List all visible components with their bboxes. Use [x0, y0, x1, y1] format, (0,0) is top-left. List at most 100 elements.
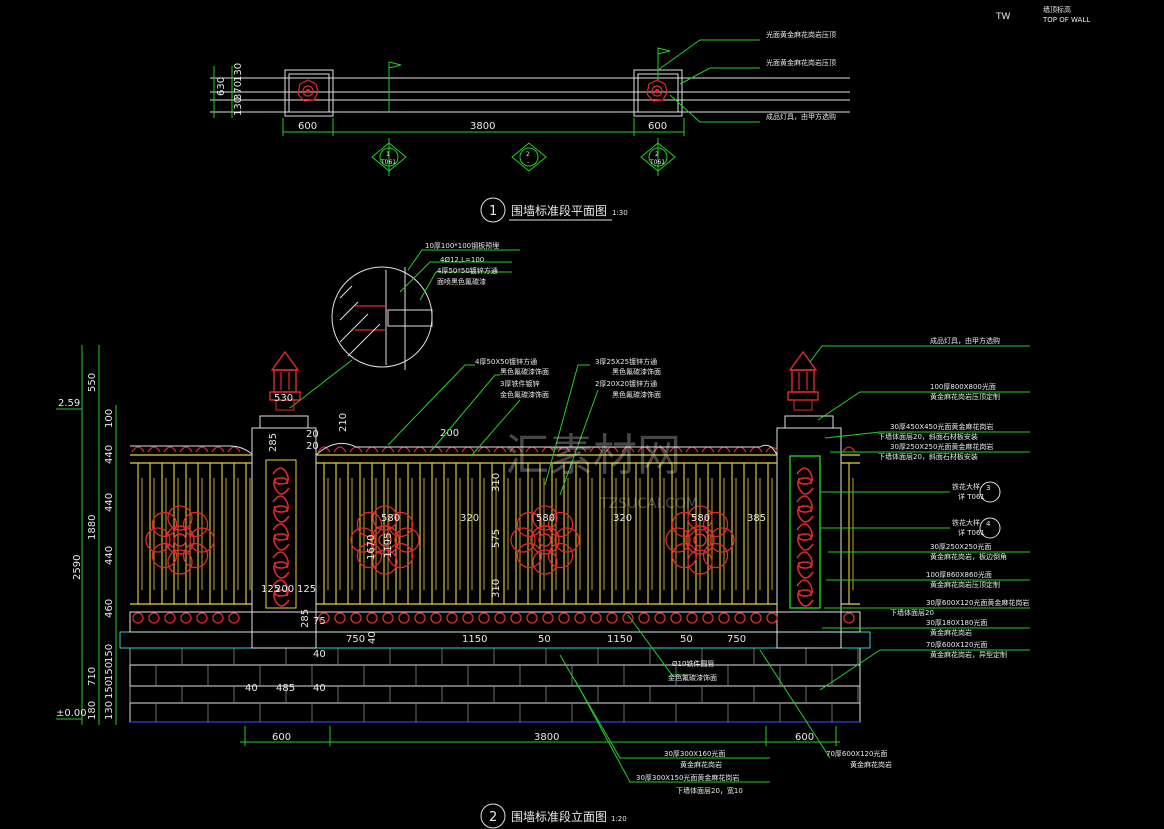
svg-text:320: 320 — [613, 513, 632, 524]
svg-text:40: 40 — [367, 631, 378, 644]
right-note-12: 黄金麻花岗岩，板边倒角 — [930, 552, 1007, 561]
elev-dim-150c: 150 — [104, 680, 115, 699]
detail-note-4: 面喷黑色氟碳漆 — [437, 277, 486, 286]
elevation-left-dims: 550 2.59 100 440 1880 440 2590 440 460 7… — [56, 345, 117, 725]
rosette-ornament-icon — [665, 505, 735, 575]
right-note-20: 黄金麻花岗岩，异型定制 — [930, 650, 1007, 659]
right-note-19: 70厚600X120光面 — [926, 640, 987, 649]
scroll-ornament-right — [796, 467, 814, 607]
svg-text:485: 485 — [276, 683, 295, 694]
plan-pier-lamp-icon-right — [646, 79, 668, 102]
detail-note-3: 4厚50*50镀锌方通 — [437, 266, 498, 275]
elev-bottom-3800: 3800 — [534, 732, 559, 743]
svg-text:3厚25X25镀锌方通: 3厚25X25镀锌方通 — [595, 357, 657, 366]
svg-text:金色氟碳漆饰面: 金色氟碳漆饰面 — [500, 390, 549, 399]
svg-text:125: 125 — [261, 584, 280, 595]
svg-text:30厚300X150光面黄金麻花岗岩: 30厚300X150光面黄金麻花岗岩 — [636, 773, 739, 782]
svg-text:40: 40 — [245, 683, 258, 694]
svg-text:黄金麻花岗岩: 黄金麻花岗岩 — [680, 760, 722, 769]
svg-text:20: 20 — [306, 429, 319, 440]
right-note-16: 下墙体面层20 — [890, 608, 934, 617]
plan-note-3: 成品灯具，由甲方选购 — [766, 112, 836, 121]
elev-dim-100: 100 — [104, 409, 115, 428]
elev-title-number: 2 — [489, 810, 497, 825]
svg-text:黑色氟碳漆饰面: 黑色氟碳漆饰面 — [500, 367, 549, 376]
section-marker-1: 1 T061 — [371, 138, 407, 176]
plan-pier-lamp-icon-left — [297, 79, 319, 102]
right-note-6: 下墙体面层20，斜面石材板安装 — [878, 452, 978, 461]
plan-dim-370: 370 — [233, 81, 244, 100]
svg-text:580: 580 — [691, 513, 710, 524]
svg-text:T061: T061 — [649, 159, 665, 166]
plan-dim-bottom-3800: 3800 — [470, 121, 495, 132]
lamp-icon-left — [269, 350, 301, 411]
svg-text:75: 75 — [313, 616, 326, 627]
elev-bottom-600b: 600 — [795, 732, 814, 743]
elevation-right-notes: 3 4 成品灯具，由甲方选购100厚800X800光面黄金麻花岗岩压顶定制30厚… — [809, 336, 1030, 691]
right-note-7: 铁花大样 — [952, 482, 980, 491]
scroll-ornament-left — [272, 467, 290, 607]
elev-dim-1880: 1880 — [87, 515, 98, 540]
svg-text:385: 385 — [747, 513, 766, 524]
tw-label: TW — [995, 12, 1010, 22]
svg-text:T061: T061 — [380, 159, 396, 166]
svg-text:2: 2 — [526, 151, 530, 158]
right-note-0: 成品灯具，由甲方选购 — [930, 336, 1000, 345]
svg-text:125: 125 — [297, 584, 316, 595]
plan-note-1: 光面黄金麻花岗岩压顶 — [766, 30, 836, 39]
elev-bottom-600a: 600 — [272, 732, 291, 743]
svg-text:1195: 1195 — [383, 533, 394, 558]
right-note-13: 100厚860X860光面 — [926, 570, 992, 579]
elev-scale: 1:20 — [611, 815, 627, 823]
svg-text:黄金麻花岗岩: 黄金麻花岗岩 — [850, 760, 892, 769]
detail-note-1: 10厚100*100钢板预埋 — [425, 241, 499, 250]
svg-text:3: 3 — [986, 484, 990, 492]
rosette-ornament-icon — [510, 505, 580, 575]
plan-dim-bottom-600a: 600 — [298, 121, 317, 132]
svg-text:Ø10铁件圆管: Ø10铁件圆管 — [672, 659, 714, 668]
detail-note-2: 4Ø12,L=100 — [440, 256, 484, 264]
svg-text:310: 310 — [491, 579, 502, 598]
svg-text:750: 750 — [346, 634, 365, 645]
svg-text:下墙体面层20，宽10: 下墙体面层20，宽10 — [676, 786, 743, 795]
right-note-18: 黄金麻花岗岩 — [930, 628, 972, 637]
right-note-15: 30厚600X120光面黄金麻花岗岩 — [926, 598, 1029, 607]
right-note-5: 30厚250X250光面黄金麻花岗岩 — [890, 442, 993, 451]
elevation-top-notes: 4厚50X50镀锌方通 黑色氟碳漆饰面 3厚铁件镀锌 金色氟碳漆饰面 3厚25X… — [387, 357, 661, 496]
rosette-ornament-icon — [350, 505, 420, 575]
elev-title: 围墙标准段立面图 — [511, 809, 607, 824]
elev-dim-460: 460 — [104, 599, 115, 618]
elev-dim-150a: 150 — [104, 644, 115, 663]
svg-text:1150: 1150 — [462, 634, 487, 645]
svg-text:1: 1 — [386, 151, 390, 158]
wall-label-cn: 墙顶标高 — [1043, 5, 1071, 14]
fence-panels — [130, 442, 860, 624]
right-note-2: 黄金麻花岗岩压顶定制 — [930, 392, 1000, 401]
right-note-9: 铁花大样 — [952, 518, 980, 527]
svg-text:3厚铁件镀锌: 3厚铁件镀锌 — [500, 379, 539, 388]
right-note-4: 下墙体面层20，斜面石材板安装 — [878, 432, 978, 441]
elevation-view: 550 2.59 100 440 1880 440 2590 440 460 7… — [56, 336, 1030, 829]
svg-text:20: 20 — [306, 441, 319, 452]
elevation-bottom-dims: 600 3800 600 — [240, 726, 840, 746]
lamp-icon-right — [787, 350, 819, 411]
svg-text:40: 40 — [313, 649, 326, 660]
plan-dim-130a: 130 — [233, 63, 244, 82]
svg-text:黑色氟碳漆饰面: 黑色氟碳漆饰面 — [612, 367, 661, 376]
right-note-11: 30厚250X250光面 — [930, 542, 991, 551]
rosette-ornament-icon — [145, 505, 215, 575]
elev-level-000: ±0.00 — [56, 708, 87, 719]
plan-note-2: 光面黄金麻花岗岩压顶 — [766, 58, 836, 67]
svg-text:285: 285 — [268, 433, 279, 452]
plan-scale: 1:30 — [612, 209, 628, 217]
section-marker-2: 2 - — [511, 142, 547, 172]
wall-label-en: TOP OF WALL — [1042, 16, 1090, 24]
right-note-17: 30厚180X180光面 — [926, 618, 987, 627]
plan-title: 围墙标准段平面图 — [511, 203, 607, 218]
elev-dim-440c: 440 — [104, 546, 115, 565]
svg-text:50: 50 — [538, 634, 551, 645]
plan-dim-bottom-600b: 600 — [648, 121, 667, 132]
elev-dim-150b: 150 — [104, 662, 115, 681]
elev-dim-440b: 440 — [104, 493, 115, 512]
